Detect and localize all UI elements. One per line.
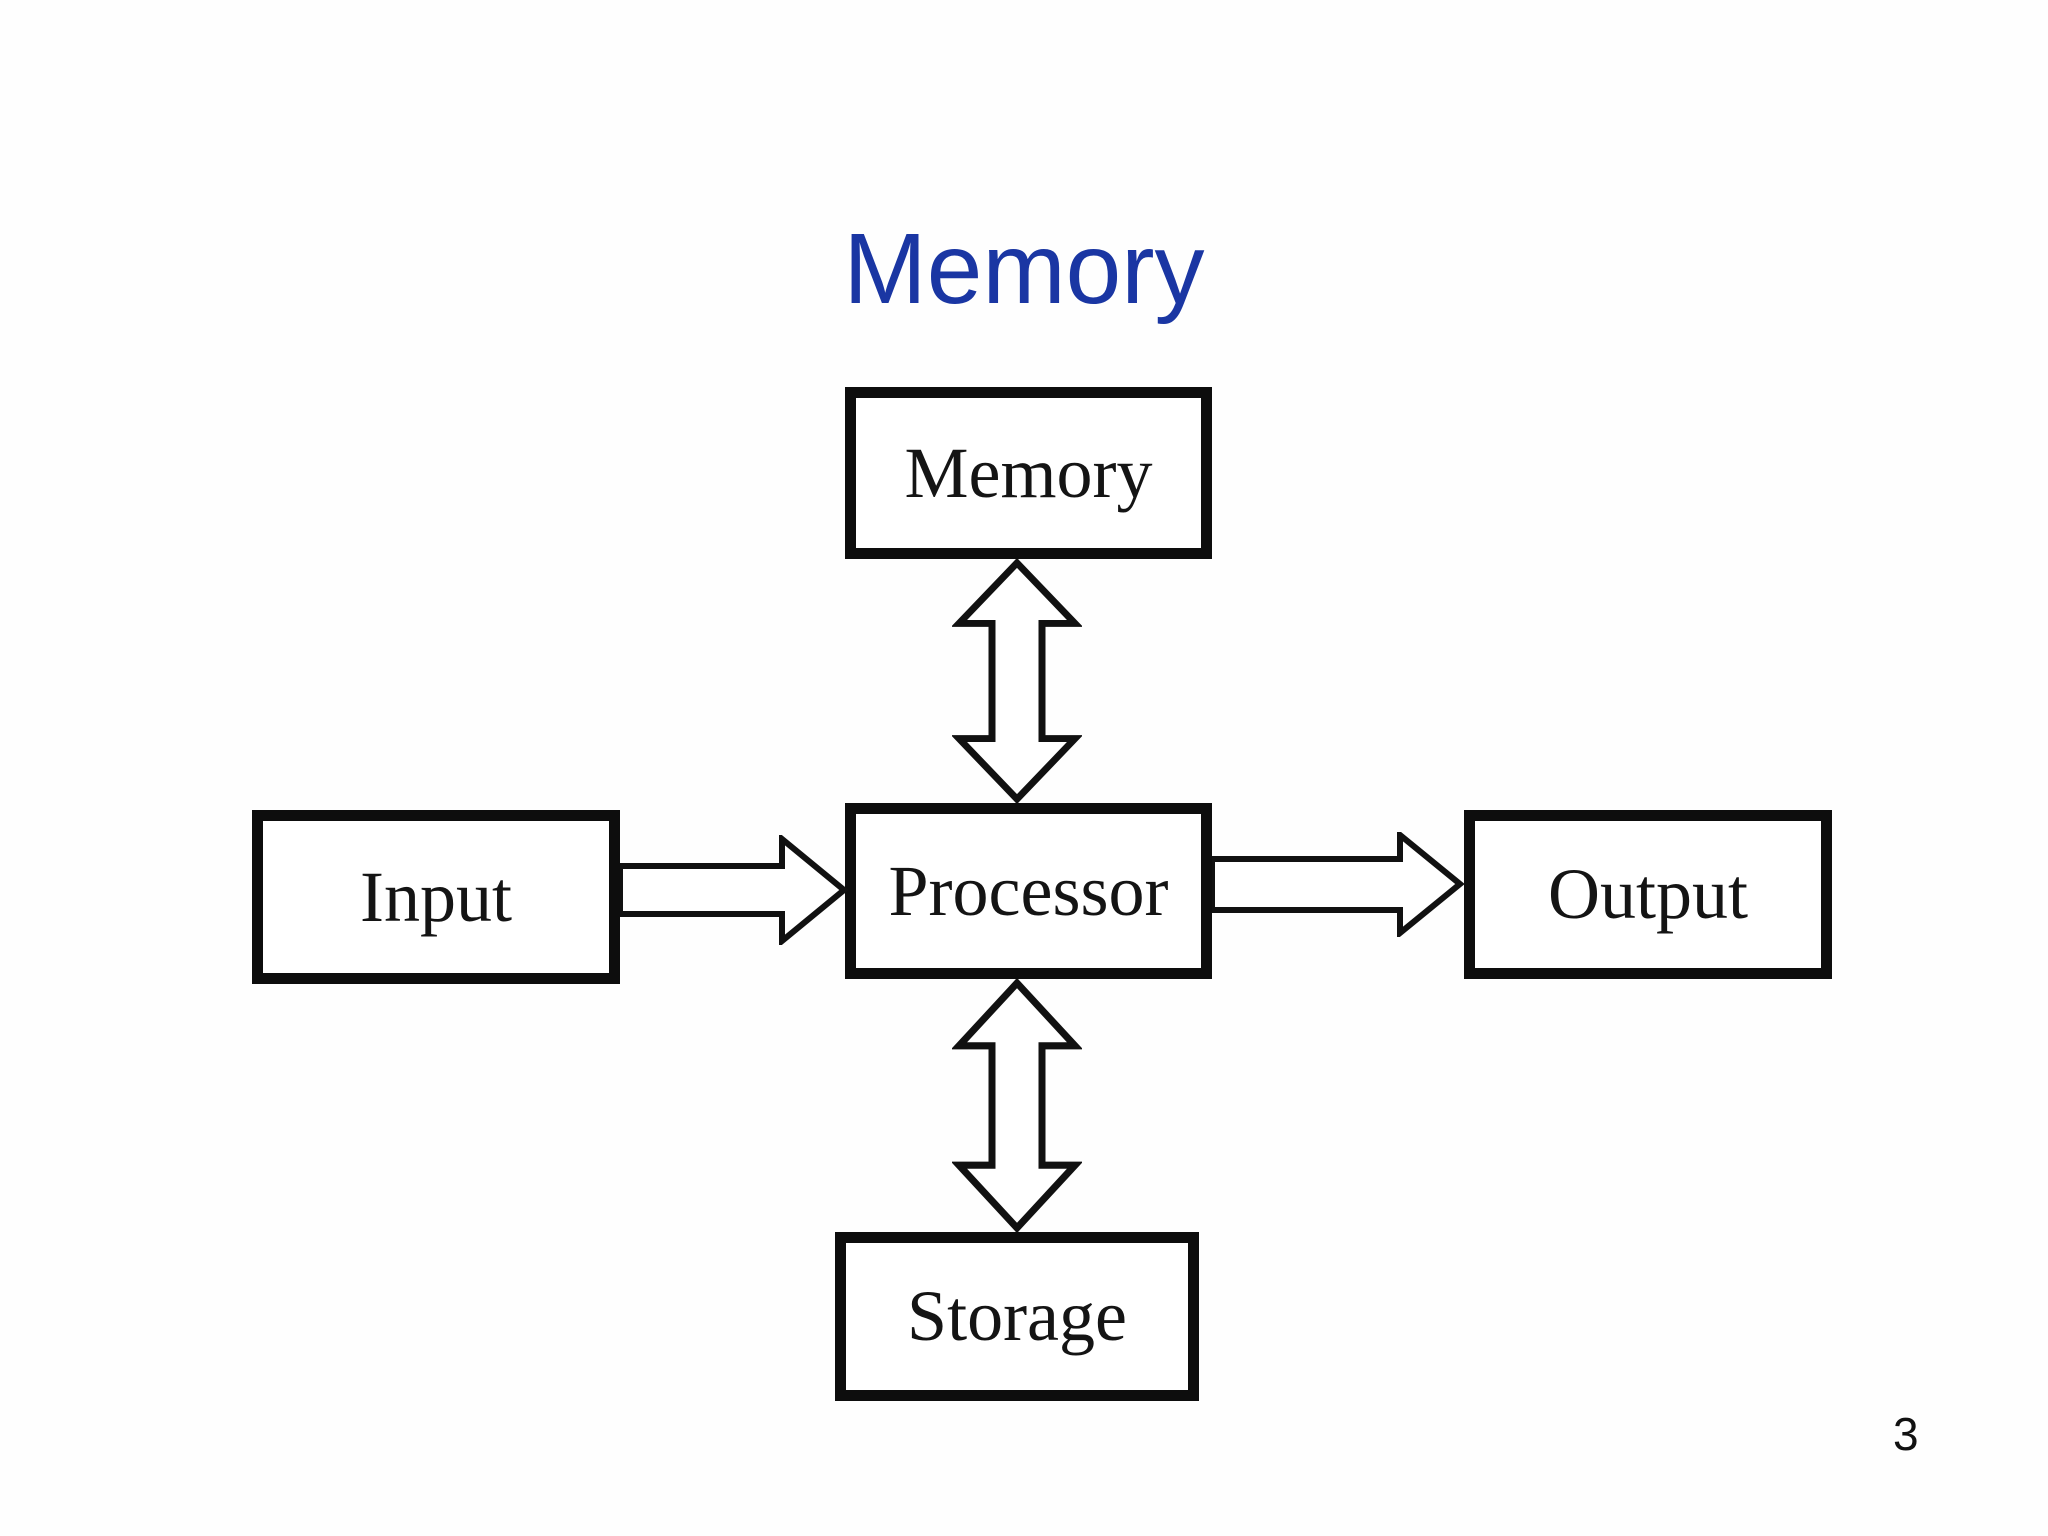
node-processor: Processor <box>845 803 1212 979</box>
node-input: Input <box>252 810 620 984</box>
processor-storage-double-arrow-icon <box>952 979 1082 1232</box>
memory-processor-double-arrow-icon <box>952 559 1082 803</box>
processor-output-arrow-icon <box>1212 832 1464 937</box>
node-storage-label: Storage <box>907 1276 1127 1356</box>
node-input-label: Input <box>360 856 512 937</box>
slide-title: Memory <box>843 213 1205 325</box>
page-number: 3 <box>1893 1408 1919 1460</box>
node-memory: Memory <box>845 387 1212 559</box>
node-processor-label: Processor <box>888 850 1169 931</box>
input-processor-arrow-icon <box>620 835 848 945</box>
node-output: Output <box>1464 810 1832 979</box>
node-memory-label: Memory <box>904 432 1153 513</box>
node-storage: Storage <box>835 1232 1199 1401</box>
node-output-label: Output <box>1547 854 1748 934</box>
